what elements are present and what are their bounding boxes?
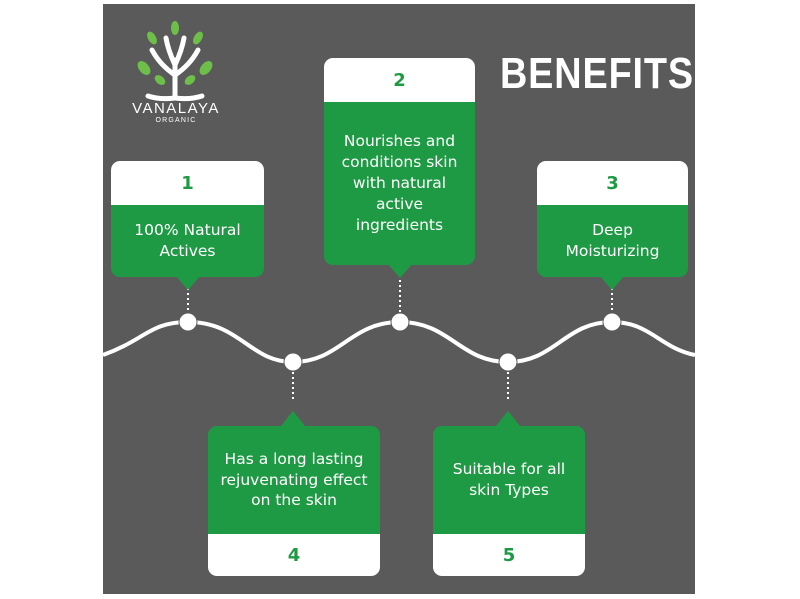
benefit-card-5: Suitable for all skin Types 5	[433, 426, 585, 576]
brand-subtitle: ORGANIC	[155, 117, 197, 124]
benefit-text: 100% Natural Actives	[111, 205, 264, 277]
benefit-number: 2	[324, 58, 475, 102]
benefit-card-1: 1 100% Natural Actives	[111, 161, 264, 277]
benefit-number: 3	[537, 161, 688, 205]
benefit-number: 4	[208, 534, 380, 576]
benefit-card-2: 2 Nourishes and conditions skin with nat…	[324, 58, 475, 265]
benefit-text: Suitable for all skin Types	[433, 426, 585, 534]
benefit-text: Deep Moisturizing	[537, 205, 688, 277]
benefit-card-4: Has a long lasting rejuvenating effect o…	[208, 426, 380, 576]
brand-name: VANALAYA	[132, 100, 220, 117]
benefit-number: 5	[433, 534, 585, 576]
benefit-text: Has a long lasting rejuvenating effect o…	[208, 426, 380, 534]
benefit-text: Nourishes and conditions skin with natur…	[324, 102, 475, 265]
benefit-number: 1	[111, 161, 264, 205]
benefit-card-3: 3 Deep Moisturizing	[537, 161, 688, 277]
tree-logo-icon	[137, 21, 213, 102]
